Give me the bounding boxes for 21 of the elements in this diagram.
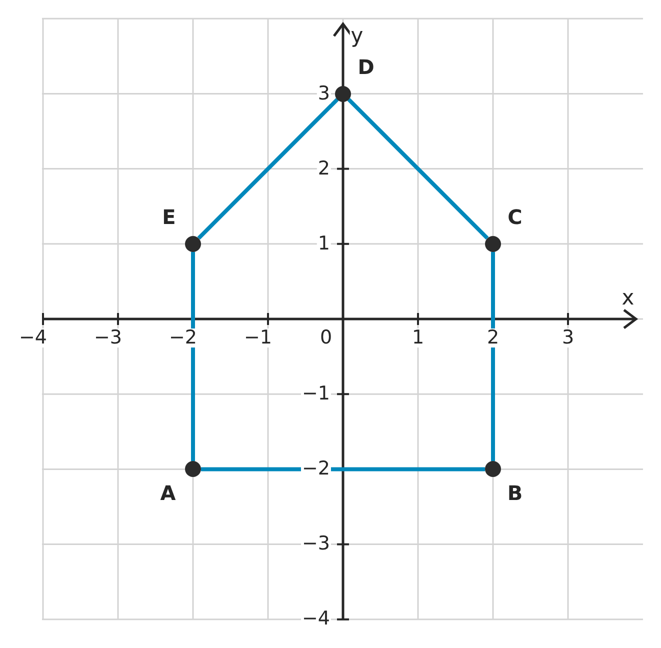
point-dot — [185, 236, 201, 252]
polygon-side — [347, 98, 489, 240]
tick-label: 2 — [486, 328, 500, 348]
point-dot — [485, 236, 501, 252]
polygon-side — [491, 252, 495, 462]
point-dot — [485, 461, 501, 478]
tick-label: −2 — [168, 328, 198, 348]
point-label: B — [507, 483, 523, 504]
tick-label: 3 — [560, 328, 576, 348]
polygon-side — [197, 98, 339, 240]
tick-label: −3 — [93, 328, 123, 348]
point-label: D — [358, 56, 374, 77]
point-label: A — [160, 483, 176, 504]
point-label: E — [162, 206, 176, 227]
point-dot — [335, 86, 351, 102]
tick-label: −4 — [18, 328, 48, 348]
point-dot — [185, 461, 201, 478]
tick-label: −1 — [243, 328, 273, 348]
point-label: C — [508, 206, 522, 227]
polygon-side — [201, 467, 485, 472]
polygon-side — [191, 252, 195, 462]
